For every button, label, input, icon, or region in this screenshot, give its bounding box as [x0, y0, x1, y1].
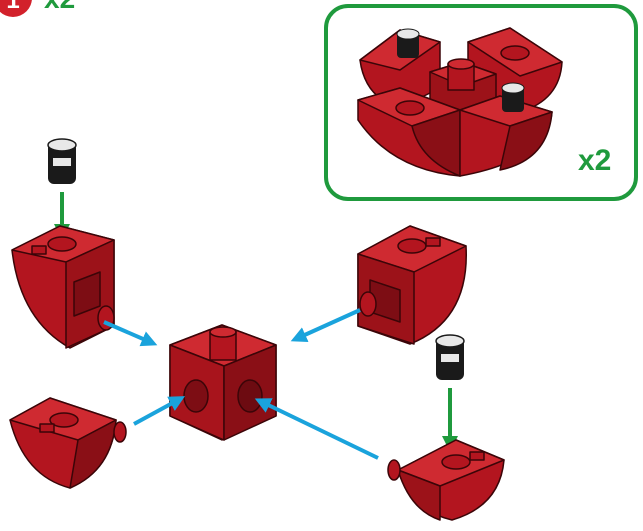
inset-peg-left	[396, 28, 420, 58]
step-header: 1 x2	[0, 0, 75, 17]
inset-block-back-right	[467, 27, 563, 113]
quarter-round-block-left	[11, 225, 115, 349]
assembly-arrow-top-right	[290, 308, 361, 342]
half-round-block-right	[387, 439, 505, 521]
step-multiplier: x2	[44, 0, 75, 14]
step-badge-icon	[0, 0, 32, 17]
quarter-round-block-right	[357, 225, 467, 345]
cube-block-center	[169, 324, 277, 441]
inset-multiplier: x2	[578, 144, 611, 177]
inset-peg-right	[501, 82, 525, 112]
connector-peg-right	[435, 334, 465, 380]
step-number: 1	[6, 0, 19, 14]
assembly-arrow-bottom-left	[133, 396, 186, 426]
connector-peg-left	[47, 138, 77, 184]
assembly-arrow-bottom-right	[254, 398, 379, 460]
half-round-block-left	[9, 397, 127, 489]
inset-block-front-left	[357, 87, 461, 177]
assembly-arrow-top-left	[103, 320, 158, 347]
result-inset: x2	[324, 4, 638, 201]
